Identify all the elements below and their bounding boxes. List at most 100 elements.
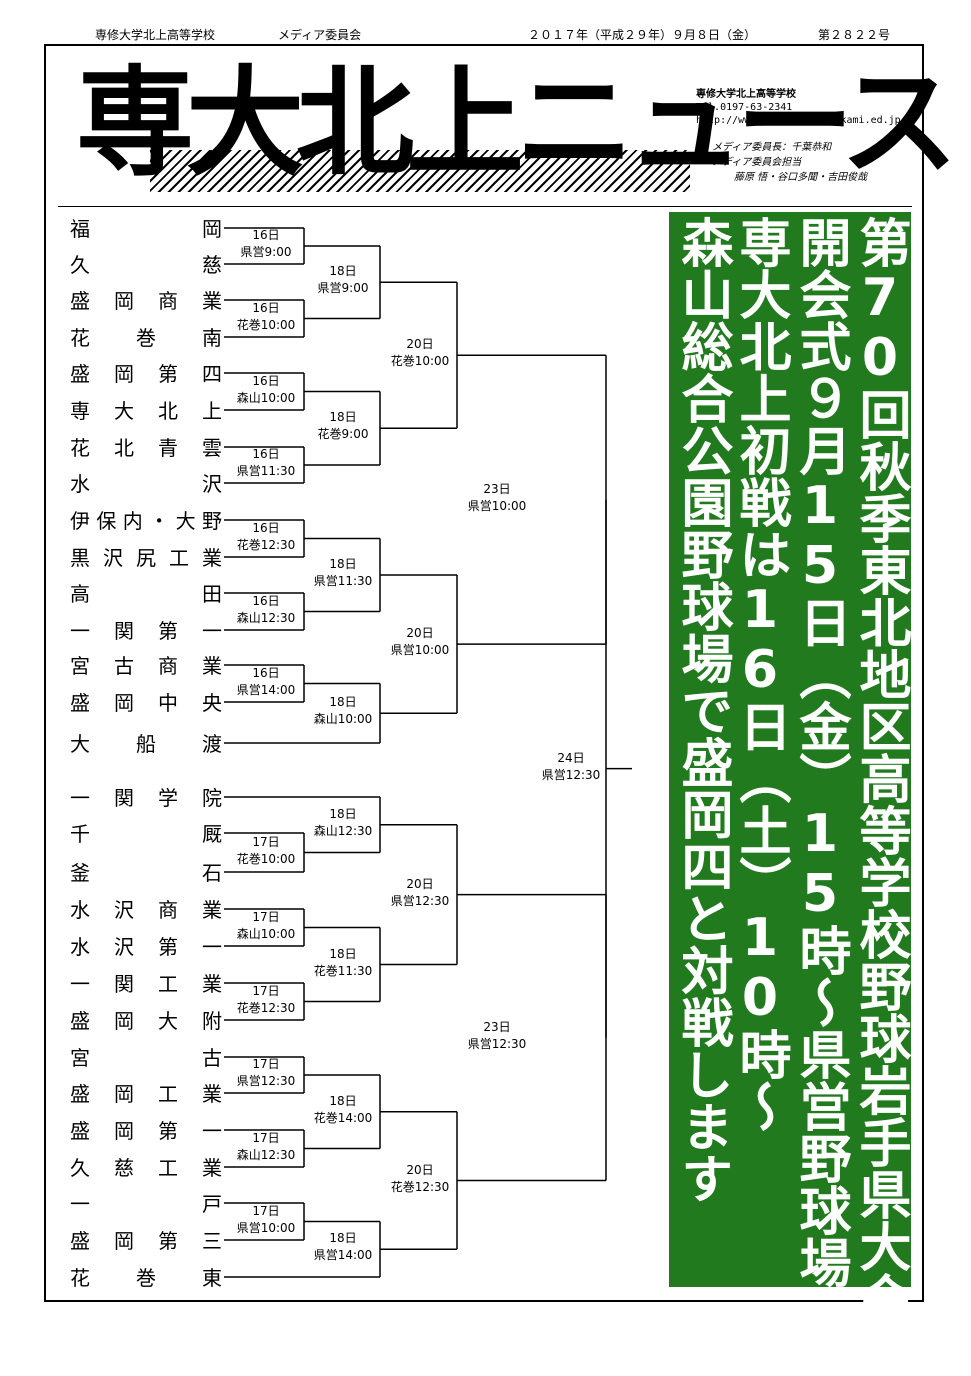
bracket-team: 一関工業 [70, 971, 222, 996]
round2-label-8-venue: 県営14:00 [313, 1248, 373, 1263]
contact-school: 専修大学北上高等学校 [696, 89, 796, 100]
bracket-team: 盛岡第四 [70, 361, 222, 386]
bracket-team: 久慈工業 [70, 1155, 222, 1180]
round1-label-10-day: 17日 [252, 983, 280, 998]
round2-label-3-day: 18日 [329, 557, 357, 571]
round2-label-5-venue: 森山12:30 [313, 823, 373, 838]
round1-label-7-day: 16日 [252, 665, 280, 680]
header-issue: 第２８２２号 [818, 28, 891, 42]
semi-label-1-day: 23日 [483, 481, 511, 496]
round3-label-2: 20日県営10:00 [385, 625, 455, 659]
round3-label-3: 20日県営12:30 [385, 876, 455, 910]
round2-label-3: 18日県営11:30 [310, 556, 376, 590]
round1-label-11: 17日県営12:30 [235, 1056, 297, 1090]
round1-label-2-venue: 花巻10:00 [236, 317, 296, 332]
bracket-team: 福岡 [70, 216, 222, 241]
masthead-title: 専大北上ニュース [76, 54, 958, 192]
masthead-hatching [150, 150, 690, 192]
round1-label-6-day: 16日 [252, 593, 280, 608]
round1-label-2-day: 16日 [252, 300, 280, 315]
staff-advisor-label: メディア委員会担当 [712, 157, 802, 168]
round3-label-4-day: 20日 [406, 1162, 434, 1177]
round2-label-1-venue: 県営9:00 [317, 281, 369, 296]
round2-label-8-day: 18日 [329, 1231, 357, 1246]
round1-label-13-day: 17日 [252, 1203, 280, 1218]
semi-label-1-venue: 県営10:00 [467, 498, 527, 513]
bracket-team: 黒沢尻工業 [70, 545, 222, 570]
round2-label-4-venue: 森山10:00 [313, 712, 373, 727]
round1-label-9-venue: 森山10:00 [236, 926, 296, 941]
round2-label-7-day: 18日 [329, 1093, 357, 1108]
round2-label-2-venue: 花巻9:00 [317, 427, 369, 442]
headline-line-3: 専大北上初戦は16日（土）10時～ [730, 216, 790, 1132]
round1-label-3: 16日森山10:00 [235, 373, 297, 407]
headline-line-1: 第70回秋季東北地区高等学校野球岩手県大会 [850, 216, 910, 1324]
round1-label-8-day: 17日 [252, 834, 280, 849]
round3-label-4: 20日花巻12:30 [385, 1162, 455, 1196]
round2-label-6-day: 18日 [329, 946, 357, 961]
round2-label-1-day: 18日 [329, 264, 357, 279]
semi-label-2-venue: 県営12:30 [467, 1036, 527, 1051]
bracket-team: 一戸 [70, 1191, 222, 1216]
contact-url: http://www.senshu-u-kitakami.ed.jp [696, 115, 901, 126]
round1-label-5-venue: 花巻12:30 [236, 537, 296, 552]
bracket-team: 久慈 [70, 252, 222, 277]
round1-label-9: 17日森山10:00 [235, 909, 297, 943]
final-label: 24日県営12:30 [536, 750, 606, 784]
round1-label-5-day: 16日 [252, 520, 280, 535]
round1-label-2: 16日花巻10:00 [235, 300, 297, 334]
bracket-team: 花北青雲 [70, 435, 222, 460]
page-frame [44, 44, 924, 1302]
round3-label-4-venue: 花巻12:30 [390, 1179, 450, 1194]
headline-box: 第70回秋季東北地区高等学校野球岩手県大会 開会式９月15日（金）15時～県営野… [669, 212, 911, 1324]
round1-label-12: 17日森山12:30 [235, 1130, 297, 1164]
headline-line-2: 開会式９月15日（金）15時～県営野球場 [790, 216, 850, 1288]
round3-label-3-venue: 県営12:30 [390, 893, 450, 908]
round1-label-13-venue: 県営10:00 [236, 1220, 296, 1235]
header-committee: メディア委員会 [278, 28, 362, 42]
round2-label-5: 18日森山12:30 [310, 806, 376, 840]
round3-label-2-venue: 県営10:00 [390, 643, 450, 658]
round2-label-7: 18日花巻14:00 [310, 1093, 376, 1127]
bracket-team: 高田 [70, 581, 222, 606]
semi-label-2: 23日県営12:30 [462, 1019, 532, 1053]
semi-label-1: 23日県営10:00 [462, 481, 532, 515]
round1-label-11-venue: 県営12:30 [236, 1074, 296, 1088]
round1-label-8-venue: 花巻10:00 [236, 851, 296, 866]
round1-label-13: 17日県営10:00 [235, 1203, 297, 1237]
round1-label-1-venue: 県営9:00 [240, 245, 292, 259]
round2-label-6: 18日花巻11:30 [310, 946, 376, 980]
round1-label-4-venue: 県営11:30 [236, 464, 296, 478]
round3-label-1: 20日花巻10:00 [385, 336, 455, 370]
bracket-team: 一関第一 [70, 618, 222, 643]
bracket-team: 水沢 [70, 471, 222, 496]
round1-label-10-venue: 花巻12:30 [236, 1000, 296, 1015]
bracket-team: 盛岡中央 [70, 690, 222, 715]
round2-label-1: 18日県営9:00 [310, 263, 376, 297]
bracket-team: 盛岡工業 [70, 1081, 222, 1106]
round1-label-9-day: 17日 [252, 909, 280, 924]
bracket-team: 盛岡第一 [70, 1118, 222, 1143]
round1-label-3-day: 16日 [252, 373, 280, 388]
round3-label-1-venue: 花巻10:00 [390, 354, 450, 369]
round1-label-6-venue: 森山12:30 [236, 610, 296, 625]
masthead-staff: メディア委員長：千葉恭和 メディア委員会担当 藤原 悟・谷口多聞・吉田俊哉 [712, 140, 867, 185]
round2-label-3-venue: 県営11:30 [313, 574, 373, 588]
final-label-venue: 県営12:30 [541, 767, 601, 782]
round3-label-2-day: 20日 [406, 626, 434, 641]
bracket-team: 盛岡第三 [70, 1228, 222, 1253]
bracket-team: 宮古 [70, 1045, 222, 1070]
round1-label-4-day: 16日 [252, 447, 280, 461]
round1-label-8: 17日花巻10:00 [235, 834, 297, 868]
round1-label-7-venue: 県営14:00 [236, 682, 296, 697]
round1-label-11-day: 17日 [252, 1057, 280, 1071]
bracket-team: 盛岡商業 [70, 288, 222, 313]
bracket-team: 一関学院 [70, 785, 222, 810]
staff-chair: メディア委員長：千葉恭和 [712, 142, 832, 153]
contact-tel: Tel.0197-63-2341 [696, 102, 793, 113]
round1-label-3-venue: 森山10:00 [236, 390, 296, 405]
bracket-team: 盛岡大附 [70, 1008, 222, 1033]
bracket-team: 花巻東 [70, 1265, 222, 1290]
round1-label-1: 16日県営9:00 [235, 227, 297, 261]
headline-line-4: 森山総合公園野球場で盛岡四と対戦します [672, 216, 732, 1204]
